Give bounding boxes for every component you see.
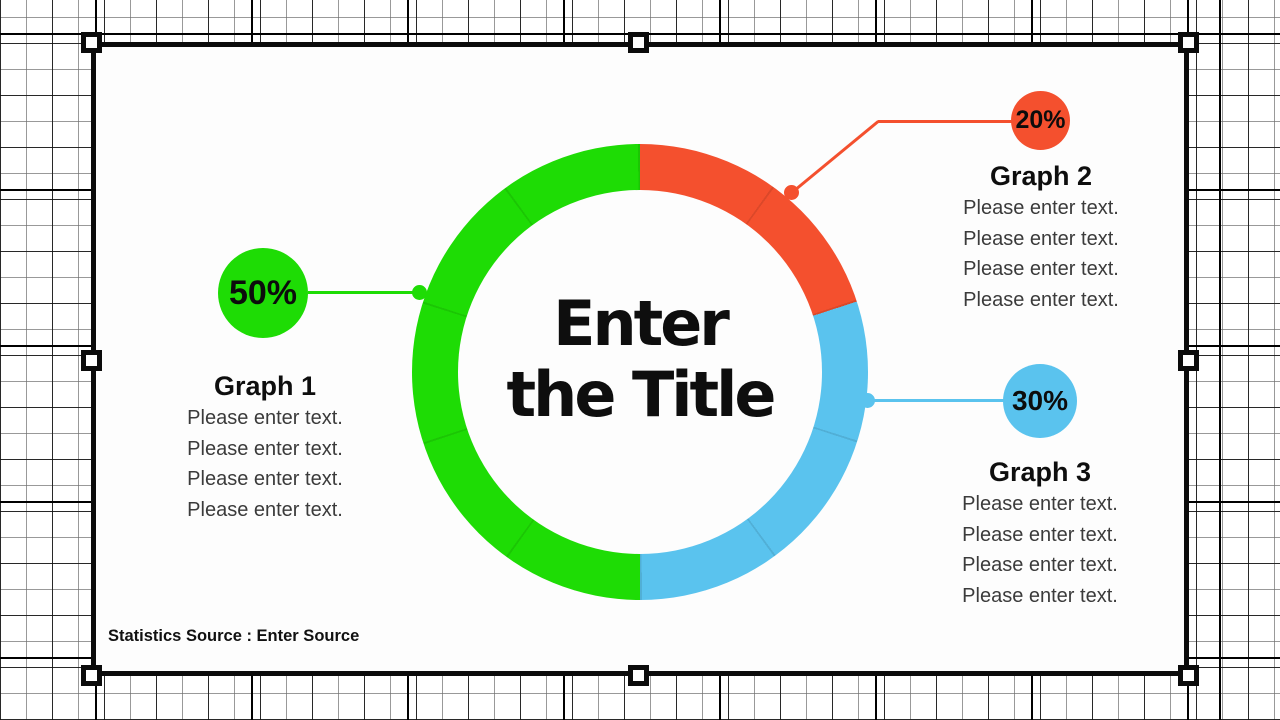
percent-label-graph2: 20% xyxy=(1015,106,1066,134)
connector-graph1 xyxy=(308,291,420,294)
placeholder-line[interactable]: Please enter text. xyxy=(963,227,1119,250)
percent-badge-graph1[interactable]: 50% xyxy=(218,248,308,338)
chart-title-line1: Enter xyxy=(553,287,730,360)
resize-handle-se[interactable] xyxy=(1178,665,1199,686)
placeholder-line[interactable]: Please enter text. xyxy=(963,197,1119,219)
panel-heading-graph1[interactable]: Graph 1 xyxy=(213,371,317,401)
resize-handle-nw[interactable] xyxy=(81,32,102,53)
connector-dot-graph2 xyxy=(784,185,799,200)
connector-dot-graph3 xyxy=(860,393,875,408)
connector-graph2-horizontal xyxy=(878,120,1013,123)
connector-dot-graph1 xyxy=(412,285,427,300)
resize-handle-w[interactable] xyxy=(81,350,102,371)
panel-heading-graph2[interactable]: Graph 2 xyxy=(989,161,1093,191)
resize-handle-ne[interactable] xyxy=(1178,32,1199,53)
placeholder-line[interactable]: Please enter text. xyxy=(963,258,1119,281)
donut-hole xyxy=(458,190,822,554)
resize-handle-sw[interactable] xyxy=(81,665,102,686)
placeholder-line[interactable]: Please enter text. xyxy=(187,468,343,491)
percent-label-graph3: 30% xyxy=(1011,385,1069,416)
placeholder-line[interactable]: Please enter text. xyxy=(962,585,1118,608)
placeholder-line[interactable]: Please enter text. xyxy=(962,493,1118,515)
chart-title-line2: the Title xyxy=(506,358,777,431)
panel-graph2: Graph 2 Please enter text. Please enter … xyxy=(931,160,1151,316)
percent-badge-graph2[interactable]: 20% xyxy=(1011,91,1070,150)
panel-graph1: Graph 1 Please enter text. Please enter … xyxy=(155,370,375,526)
placeholder-line[interactable]: Please enter text. xyxy=(962,554,1118,577)
panel-graph3: Graph 3 Please enter text. Please enter … xyxy=(930,456,1150,612)
placeholder-line[interactable]: Please enter text. xyxy=(962,523,1118,546)
resize-handle-n[interactable] xyxy=(628,32,649,53)
placeholder-line[interactable]: Please enter text. xyxy=(187,407,343,429)
placeholder-line[interactable]: Please enter text. xyxy=(187,437,343,460)
chart-title[interactable]: Enter the Title xyxy=(440,288,840,430)
panel-heading-graph3[interactable]: Graph 3 xyxy=(988,457,1092,487)
percent-label-graph1: 50% xyxy=(228,273,298,312)
resize-handle-s[interactable] xyxy=(628,665,649,686)
resize-handle-e[interactable] xyxy=(1178,350,1199,371)
placeholder-line[interactable]: Please enter text. xyxy=(187,499,343,522)
percent-badge-graph3[interactable]: 30% xyxy=(1003,364,1077,438)
placeholder-line[interactable]: Please enter text. xyxy=(963,289,1119,312)
source-note[interactable]: Statistics Source : Enter Source xyxy=(108,627,360,645)
connector-graph3 xyxy=(871,399,1004,402)
